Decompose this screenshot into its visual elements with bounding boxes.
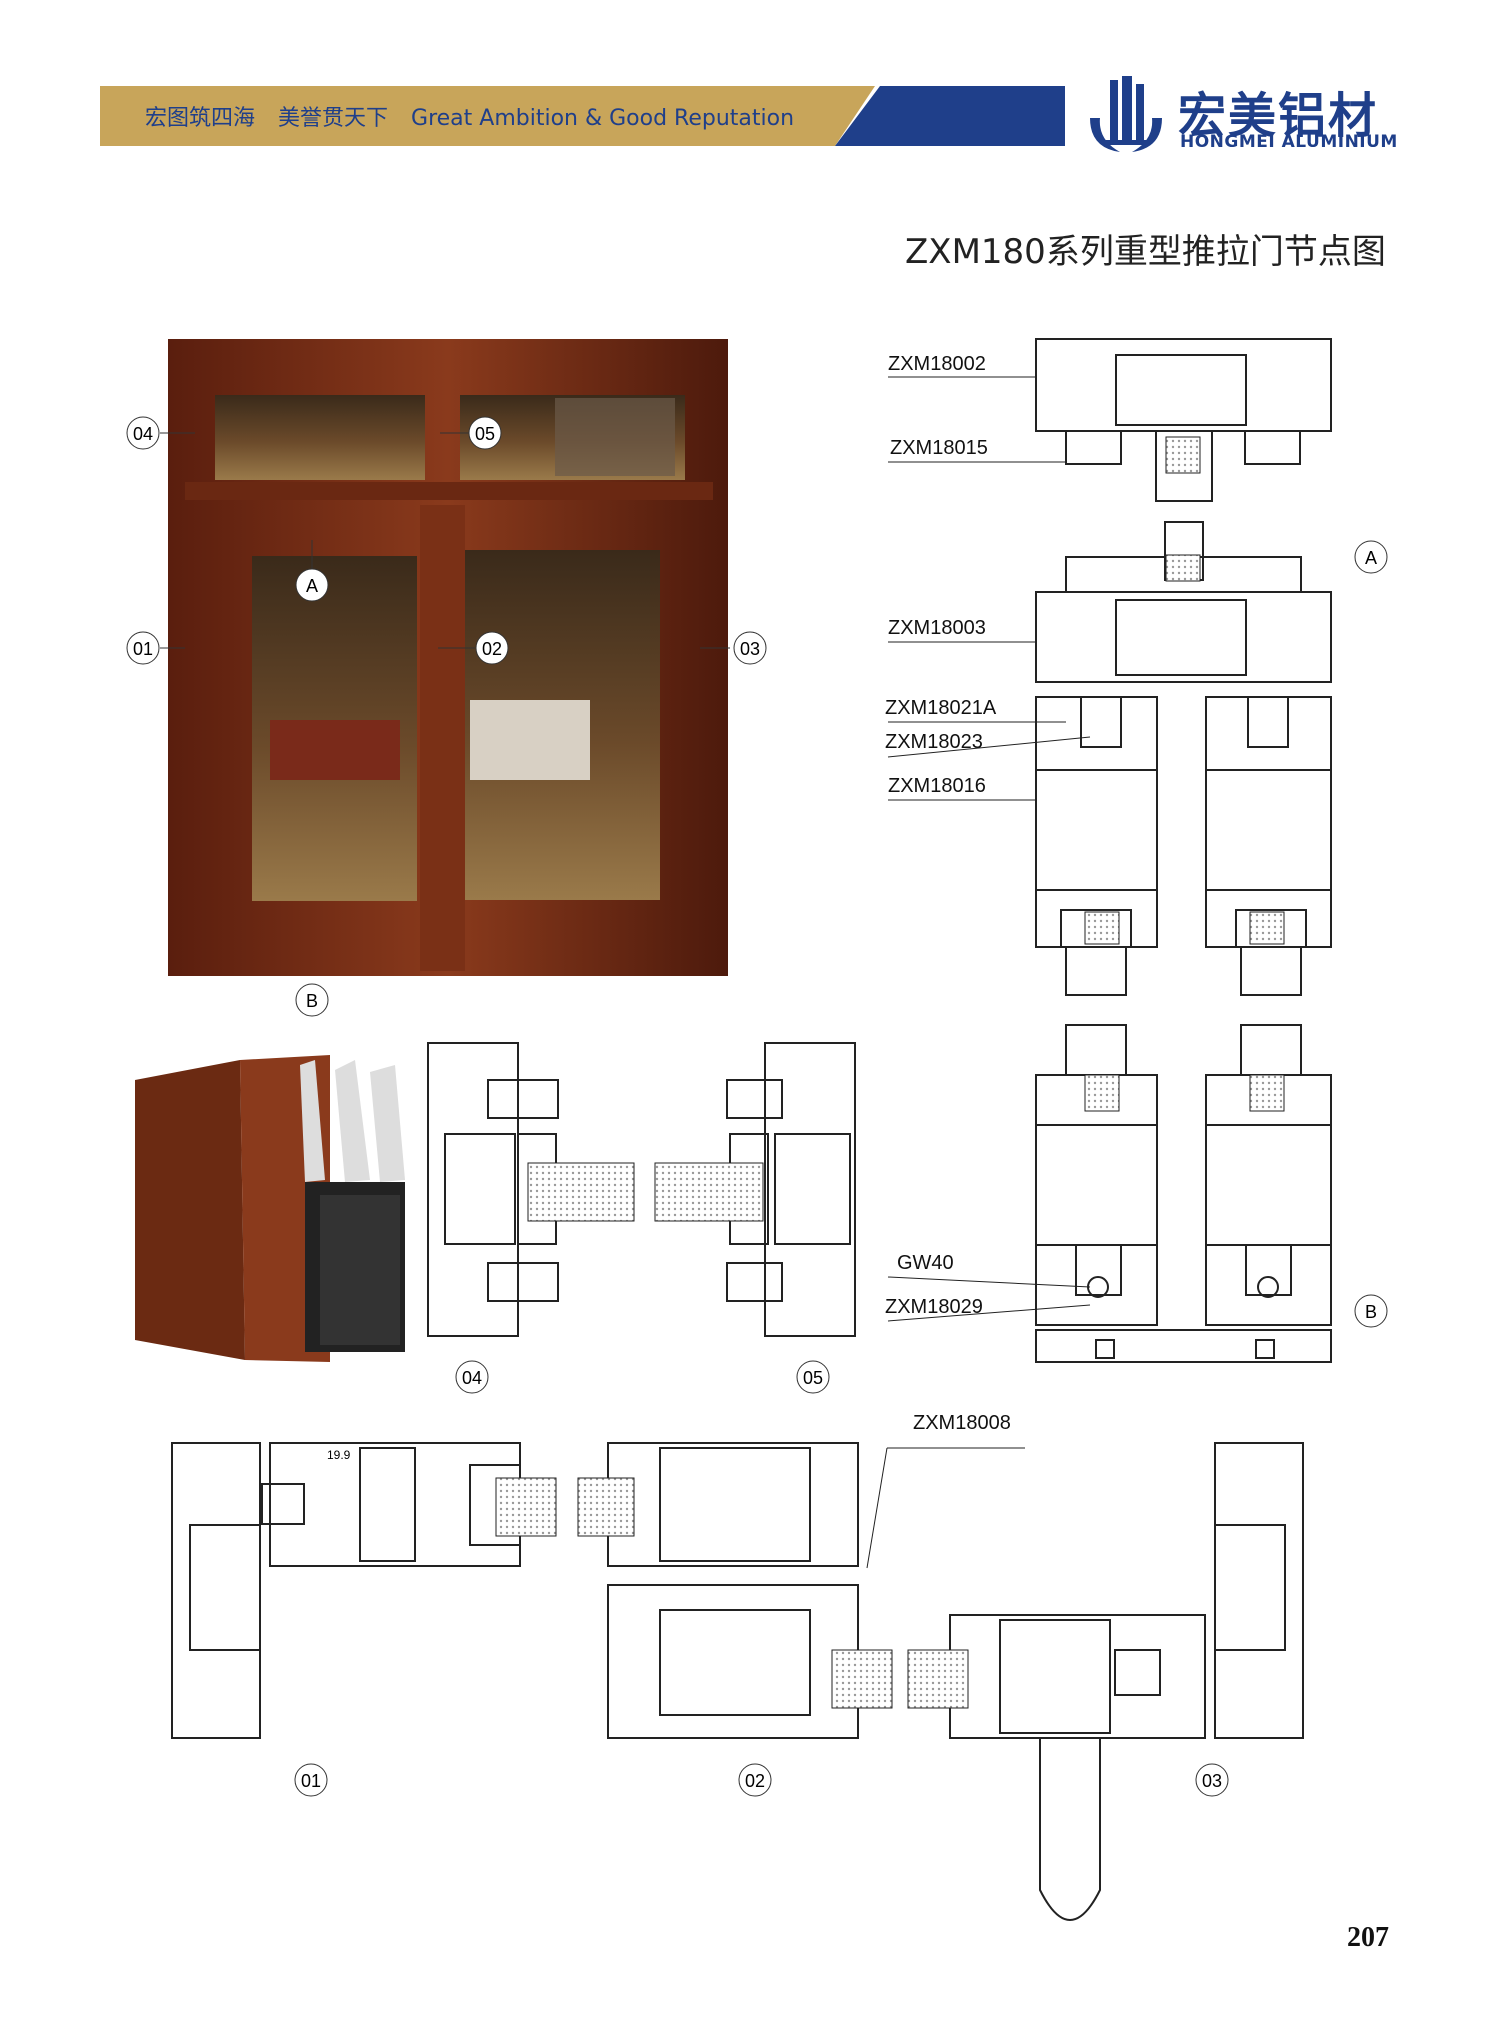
marker-a-photo: A [295, 568, 329, 602]
marker-b-photo: B [295, 983, 329, 1017]
transom-section-glass [527, 1162, 764, 1222]
horizontal-section-drawing [171, 1442, 1304, 1921]
vertical-section-glass [1084, 436, 1285, 1112]
transom-section-drawing [427, 1042, 856, 1337]
svg-text:01: 01 [133, 639, 153, 659]
part-label-zxm18023: ZXM18023 [885, 731, 983, 753]
vertical-section-leaders [887, 376, 1091, 1322]
part-label-zxm18021a: ZXM18021A [885, 697, 997, 719]
marker-02: 02 [475, 631, 509, 665]
marker-04: 04 [126, 416, 160, 450]
navy-banner [835, 86, 1065, 146]
slogan-cn-2: 美誉贯天下 [278, 106, 389, 131]
slogan: 宏图筑四海 美誉贯天下 Great Ambition & Good Reputa… [145, 100, 810, 132]
svg-text:01: 01 [301, 1771, 321, 1791]
svg-text:03: 03 [740, 639, 760, 659]
part-label-zxm18008: ZXM18008 [913, 1412, 1011, 1434]
marker-a-section: A [1354, 540, 1388, 574]
marker-01: 01 [126, 631, 160, 665]
logo-emblem-icon [1090, 76, 1162, 152]
svg-text:A: A [306, 576, 318, 596]
marker-03: 03 [733, 631, 767, 665]
page-title: ZXM180系列重型推拉门节点图 [905, 232, 1386, 272]
marker-b-section: B [1354, 1294, 1388, 1328]
part-label-zxm18002: ZXM18002 [888, 353, 986, 375]
marker-05-section: 05 [796, 1360, 830, 1394]
page-number: 207 [1347, 1922, 1389, 1953]
gold-banner [100, 86, 875, 146]
marker-03-section: 03 [1195, 1763, 1229, 1797]
part-label-zxm18003: ZXM18003 [888, 617, 986, 639]
part-label-zxm18029: ZXM18029 [885, 1296, 983, 1318]
dimension-label: 19.9 [327, 1448, 351, 1462]
leader-zxm18008 [866, 1447, 888, 1569]
svg-text:B: B [306, 991, 318, 1011]
svg-text:02: 02 [745, 1771, 765, 1791]
svg-text:A: A [1365, 548, 1377, 568]
svg-text:03: 03 [1202, 1771, 1222, 1791]
svg-text:05: 05 [803, 1368, 823, 1388]
marker-02-section: 02 [738, 1763, 772, 1797]
svg-text:05: 05 [475, 424, 495, 444]
part-label-zxm18015: ZXM18015 [890, 437, 988, 459]
horizontal-section-glass [495, 1477, 969, 1709]
svg-text:02: 02 [482, 639, 502, 659]
part-label-gw40: GW40 [897, 1252, 954, 1274]
svg-text:B: B [1365, 1302, 1377, 1322]
marker-04-section: 04 [455, 1360, 489, 1394]
svg-text:04: 04 [133, 424, 153, 444]
marker-01-section: 01 [294, 1763, 328, 1797]
brand-name-cn: 宏美铝材 [1178, 88, 1379, 144]
marker-05: 05 [468, 416, 502, 450]
header-banner [100, 76, 1162, 152]
svg-text:04: 04 [462, 1368, 482, 1388]
profile-sample-3d [135, 1055, 405, 1362]
part-label-zxm18016: ZXM18016 [888, 775, 986, 797]
door-photo [168, 339, 728, 976]
slogan-cn-1: 宏图筑四海 [145, 106, 256, 131]
brand-name-en: HONGMEI ALUMINIUM [1180, 132, 1398, 152]
slogan-en: Great Ambition & Good Reputation [411, 106, 795, 131]
